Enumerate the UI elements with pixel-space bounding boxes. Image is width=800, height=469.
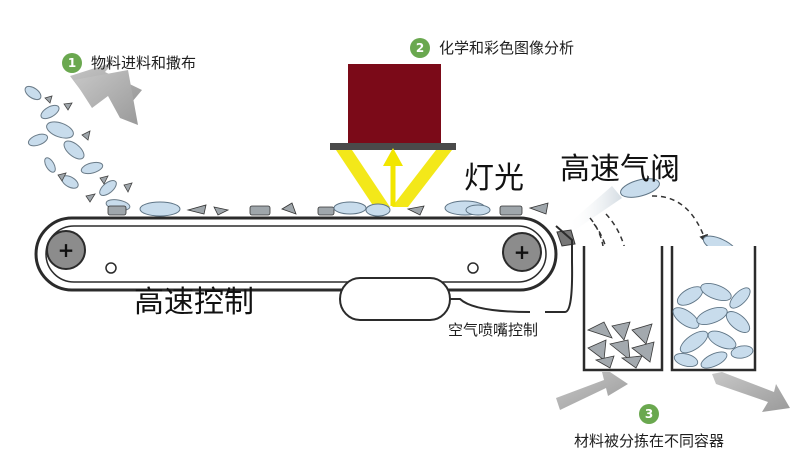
idler-right	[467, 262, 479, 274]
output-arrow-left	[556, 372, 628, 410]
roller-left-plus: +	[58, 238, 75, 262]
bin-left-contents	[586, 321, 655, 369]
step-3-text: 材料被分拣在不同容器	[574, 432, 725, 450]
idler-left	[105, 262, 117, 274]
roller-left	[46, 230, 86, 270]
step-1-badge: 1	[62, 52, 82, 73]
light-label: 灯光	[464, 161, 524, 196]
camera-lens-bar	[330, 143, 456, 150]
air-tank-pipe	[450, 298, 531, 313]
drop-path-1	[589, 217, 609, 264]
step-feed: 1 物料进料和撒布	[62, 52, 196, 73]
step-2-text: 化学和彩色图像分析	[439, 39, 575, 57]
speed-control-label: 高速控制	[134, 285, 254, 320]
belt-material	[107, 200, 549, 217]
air-tank	[339, 277, 451, 321]
bin-right-contents	[672, 282, 754, 369]
step-2-badge: 2	[410, 37, 430, 58]
step-sort: 3 材料被分拣在不同容器	[574, 404, 724, 451]
light-beam-left	[336, 150, 390, 207]
step-1-text: 物料进料和撒布	[91, 54, 197, 72]
camera-housing	[348, 64, 441, 143]
light-beam-right	[392, 150, 452, 207]
light-beam-up-head	[383, 148, 403, 166]
roller-right-plus: +	[514, 240, 531, 264]
feed-arrow-body	[74, 70, 138, 125]
ejected-bottle	[620, 178, 660, 198]
air-spray	[568, 186, 622, 232]
feed-flakes	[44, 95, 133, 203]
valve-label: 高速气阀	[560, 152, 680, 187]
chute-line	[545, 225, 574, 313]
roller-right	[502, 232, 542, 272]
air-valve-body	[556, 229, 576, 247]
output-arrow-right	[712, 372, 790, 412]
step-3-badge: 3	[639, 404, 659, 424]
ejected-path	[651, 195, 708, 244]
nozzle-control-label: 空气喷嘴控制	[448, 321, 539, 339]
conveyor-belt	[34, 216, 558, 292]
step-analysis: 2 化学和彩色图像分析	[410, 37, 574, 58]
